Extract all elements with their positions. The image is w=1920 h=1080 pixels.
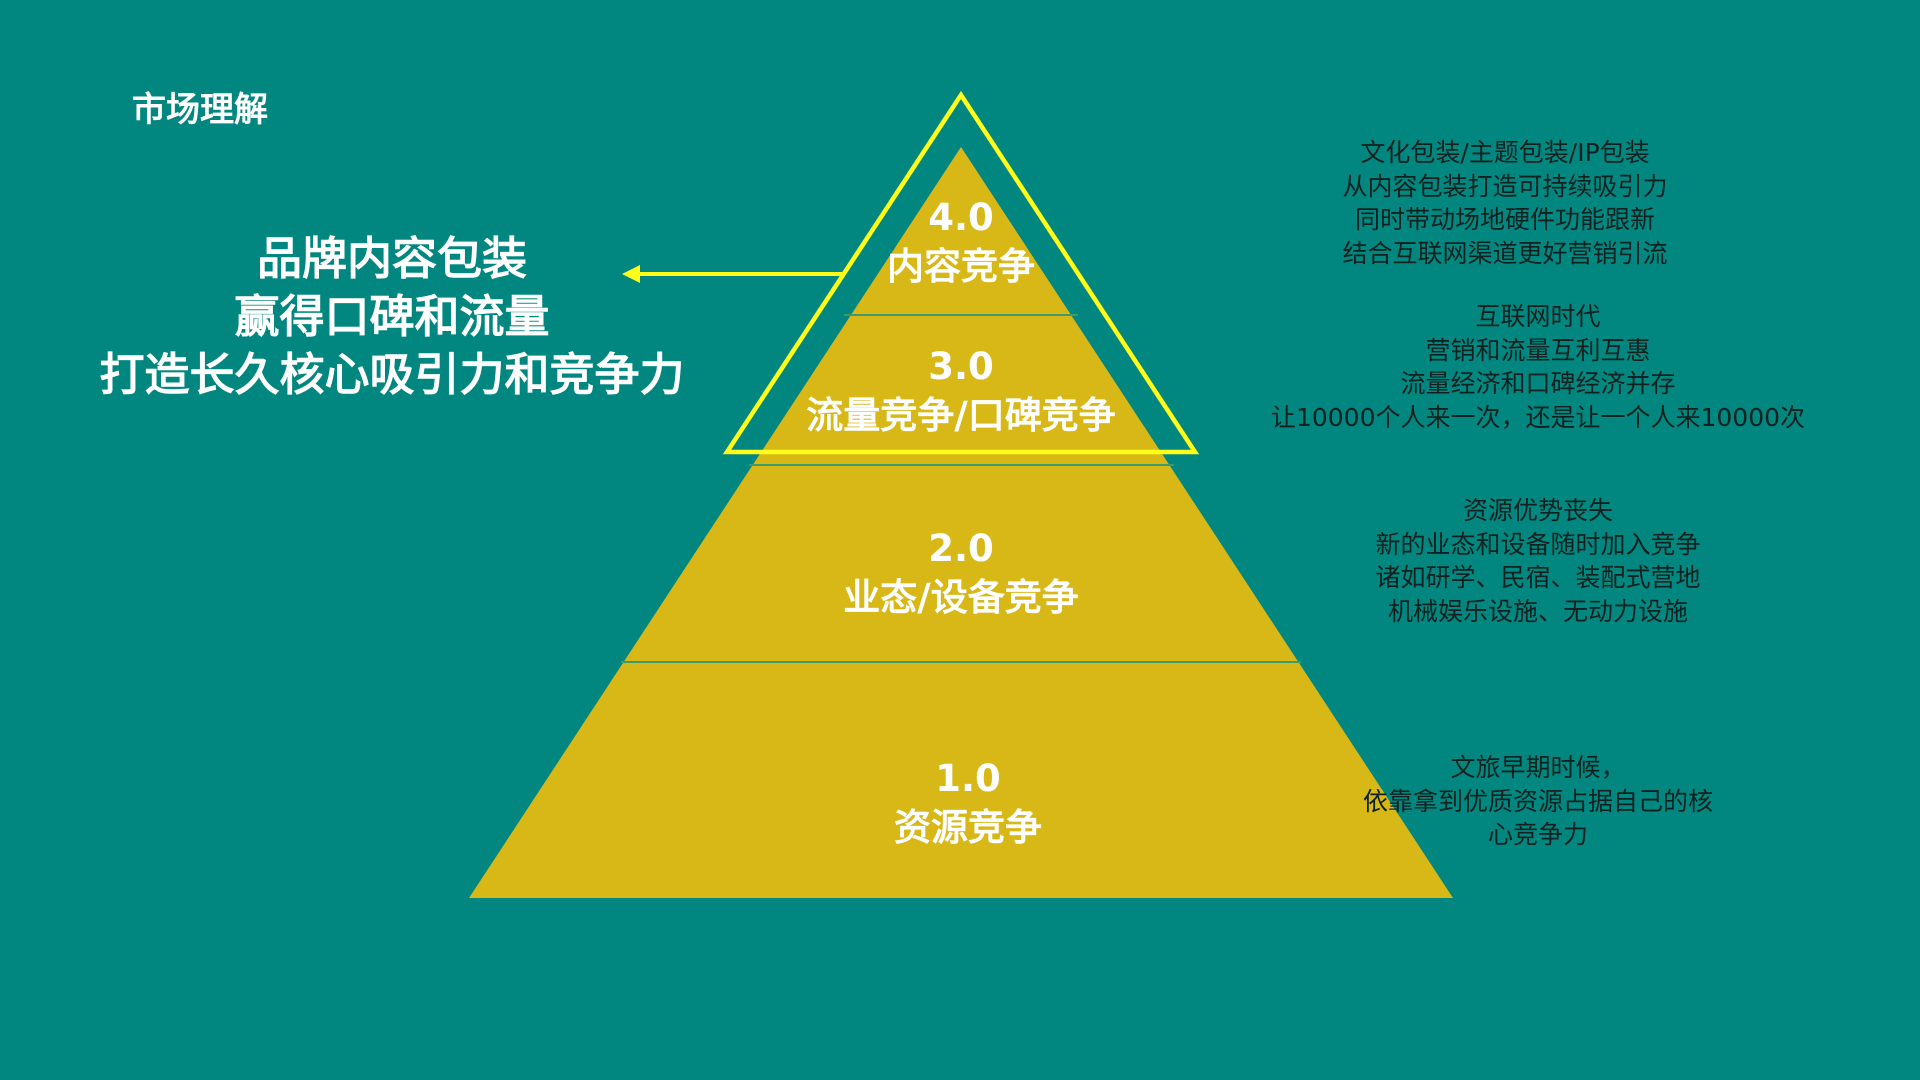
note-line: 文旅早期时候， bbox=[1450, 753, 1626, 782]
level-number: 3.0 bbox=[928, 345, 994, 388]
note-line: 诸如研学、民宿、装配式营地 bbox=[1375, 563, 1701, 592]
arrow-left-icon bbox=[622, 265, 640, 283]
note-line: 营销和流量互利互惠 bbox=[1425, 335, 1651, 365]
note-line: 让10000个人来一次，还是让一个人来10000次 bbox=[1270, 402, 1806, 432]
note-line: 互联网时代 bbox=[1475, 302, 1601, 331]
summary-line: 打造长久核心吸引力和竞争力 bbox=[99, 348, 685, 401]
note-line: 心竞争力 bbox=[1487, 820, 1589, 849]
note-line: 新的业态和设备随时加入竞争 bbox=[1375, 529, 1701, 559]
note-line: 结合互联网渠道更好营销引流 bbox=[1342, 238, 1668, 268]
note-line: 依靠拿到优质资源占据自己的核 bbox=[1362, 786, 1714, 816]
note-level-4: 文化包装/主题包装/IP包装 从内容包装打造可持续吸引力 同时带动场地硬件功能跟… bbox=[1342, 136, 1667, 270]
summary-line: 品牌内容包装 bbox=[256, 232, 528, 285]
level-label: 资源竞争 bbox=[894, 806, 1042, 849]
note-level-1: 文旅早期时候， 依靠拿到优质资源占据自己的核 心竞争力 bbox=[1363, 751, 1713, 852]
note-level-3: 互联网时代 营销和流量互利互惠 流量经济和口碑经济并存 让10000个人来一次，… bbox=[1271, 300, 1805, 434]
level-number: 4.0 bbox=[928, 196, 994, 239]
left-summary: 品牌内容包装 赢得口碑和流量 打造长久核心吸引力和竞争力 bbox=[99, 230, 684, 404]
note-line: 同时带动场地硬件功能跟新 bbox=[1354, 205, 1656, 234]
pyramid bbox=[469, 147, 1453, 898]
note-line: 流量经济和口碑经济并存 bbox=[1400, 369, 1676, 398]
level-number: 2.0 bbox=[928, 527, 994, 570]
level-label: 内容竞争 bbox=[887, 245, 1035, 288]
level-1: 1.0 资源竞争 bbox=[894, 754, 1042, 852]
summary-line: 赢得口碑和流量 bbox=[234, 290, 550, 343]
level-4: 4.0 内容竞争 bbox=[887, 193, 1035, 291]
level-label: 业态/设备竞争 bbox=[843, 576, 1079, 619]
note-line: 资源优势丧失 bbox=[1462, 496, 1614, 525]
level-number: 1.0 bbox=[935, 757, 1001, 800]
level-3: 3.0 流量竞争/口碑竞争 bbox=[806, 342, 1116, 440]
note-line: 机械娱乐设施、无动力设施 bbox=[1387, 596, 1689, 626]
note-line: 从内容包装打造可持续吸引力 bbox=[1342, 171, 1668, 201]
note-level-2: 资源优势丧失 新的业态和设备随时加入竞争 诸如研学、民宿、装配式营地 机械娱乐设… bbox=[1375, 494, 1700, 628]
level-label: 流量竞争/口碑竞争 bbox=[806, 394, 1116, 437]
level-2: 2.0 业态/设备竞争 bbox=[843, 524, 1079, 622]
note-line: 文化包装/主题包装/IP包装 bbox=[1360, 138, 1650, 167]
slide-title: 市场理解 bbox=[132, 90, 268, 130]
